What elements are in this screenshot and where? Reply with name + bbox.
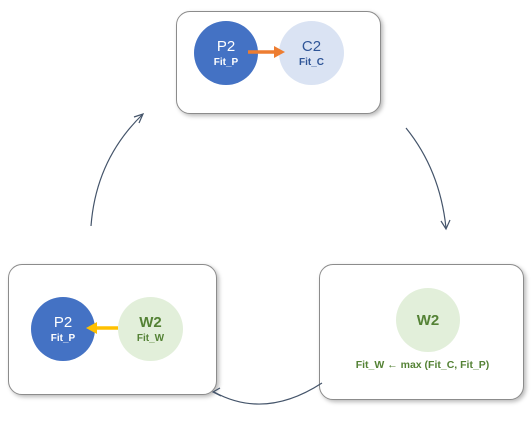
child-circle-c2: C2 Fit_C: [279, 21, 344, 85]
orange-arrow-head: [274, 46, 285, 58]
circle-sublabel: Fit_C: [299, 56, 324, 68]
cycle-arrow-top-to-right: [405, 127, 447, 229]
cycle-arrow-left-to-top: [90, 114, 143, 227]
circle-label: C2: [301, 37, 322, 55]
winner-circle-w2: W2 Fit_W: [118, 297, 183, 361]
cycle-arrow-head: [440, 219, 451, 231]
circle-sublabel: Fit_P: [50, 332, 76, 344]
cycle-arrow-head: [211, 387, 222, 397]
yellow-arrow-head: [86, 322, 97, 334]
circle-label: W2: [416, 311, 440, 329]
fitness-formula: Fit_W ← max (Fit_C, Fit_P): [355, 359, 490, 371]
parent-circle-p2: P2 Fit_P: [31, 297, 95, 361]
circle-label: P2: [53, 313, 73, 331]
top-panel: P2 Fit_P C2 Fit_C: [176, 11, 381, 114]
circle-sublabel: Fit_P: [213, 56, 239, 68]
circle-label: W2: [139, 313, 162, 331]
right-panel: W2 Fit_W ← max (Fit_C, Fit_P): [319, 264, 524, 400]
parent-circle-p2: P2 Fit_P: [194, 21, 258, 85]
winner-circle-w2: W2: [396, 288, 460, 352]
cycle-arrow-right-to-left: [213, 382, 323, 405]
cycle-arrow-head: [133, 113, 145, 124]
circle-label: P2: [216, 37, 236, 55]
circle-sublabel: Fit_W: [136, 332, 165, 344]
